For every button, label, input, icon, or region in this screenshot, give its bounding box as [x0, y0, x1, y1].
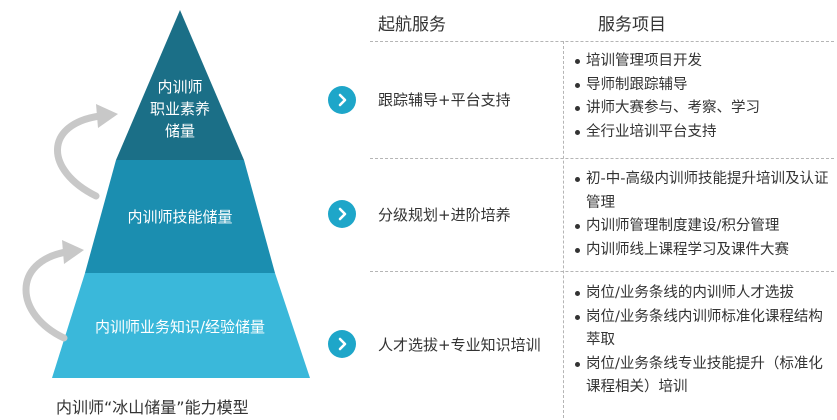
pyramid-diagram [22, 10, 310, 378]
list-item: 岗位/业务条线内训师标准化课程结构萃取 [572, 306, 834, 353]
chevron-right-icon [338, 337, 347, 351]
header-items: 服务项目 [598, 15, 666, 35]
pyramid-tier-middle [85, 160, 275, 273]
tier-top-line-2: 职业素养 [149, 100, 210, 118]
separator-row-1 [370, 158, 834, 159]
tier-top-line-1: 内训师 [157, 78, 203, 96]
list-item: 初-中-高级内训师技能提升培训及认证管理 [572, 168, 834, 215]
pyramid-tier-top [116, 10, 244, 160]
pyramid-caption: 内训师“冰山储量”能力模型 [56, 398, 249, 417]
list-item: 内训师管理制度建设/积分管理 [572, 215, 834, 239]
row-1-items: 培训管理项目开发 导师制跟踪辅导 讲师大赛参与、考察、学习 全行业培训平台支持 [572, 50, 834, 144]
separator-vertical [563, 41, 564, 418]
row-1-arrow-icon [328, 86, 356, 114]
list-item: 讲师大赛参与、考察、学习 [572, 97, 834, 121]
header-service: 起航服务 [378, 15, 446, 35]
curved-arrow-upper-head [96, 104, 118, 128]
list-item: 内训师线上课程学习及课件大赛 [572, 239, 834, 263]
list-item: 导师制跟踪辅导 [572, 74, 834, 98]
chevron-right-icon [338, 93, 347, 107]
list-item: 培训管理项目开发 [572, 50, 834, 74]
separator-row-2 [370, 271, 834, 272]
row-2-arrow-icon [328, 200, 356, 228]
separator-header [370, 41, 834, 42]
row-1-service: 跟踪辅导+平台支持 [378, 91, 511, 109]
curved-arrow-upper [54, 112, 104, 200]
chevron-right-icon [338, 207, 347, 221]
list-item: 岗位/业务条线的内训师人才选拔 [572, 282, 834, 306]
curved-arrow-lower-head [62, 240, 84, 264]
row-3-items: 岗位/业务条线的内训师人才选拔 岗位/业务条线内训师标准化课程结构萃取 岗位/业… [572, 282, 834, 400]
curved-arrow-lower [22, 248, 70, 342]
row-2-items: 初-中-高级内训师技能提升培训及认证管理 内训师管理制度建设/积分管理 内训师线… [572, 168, 834, 262]
row-3-service: 人才选拔+专业知识培训 [378, 336, 541, 354]
tier-top-line-3: 储量 [164, 122, 195, 140]
pyramid-tier-middle-label: 内训师技能储量 [127, 208, 233, 226]
pyramid-tier-bottom [52, 273, 310, 378]
list-item: 全行业培训平台支持 [572, 121, 834, 145]
list-item: 岗位/业务条线专业技能提升（标准化课程相关）培训 [572, 353, 834, 400]
pyramid-tier-bottom-label: 内训师业务知识/经验储量 [94, 318, 266, 336]
row-3-arrow-icon [328, 330, 356, 358]
pyramid-tier-top-label: 内训师 职业素养 储量 [122, 76, 238, 142]
row-2-service: 分级规划+进阶培养 [378, 206, 511, 224]
